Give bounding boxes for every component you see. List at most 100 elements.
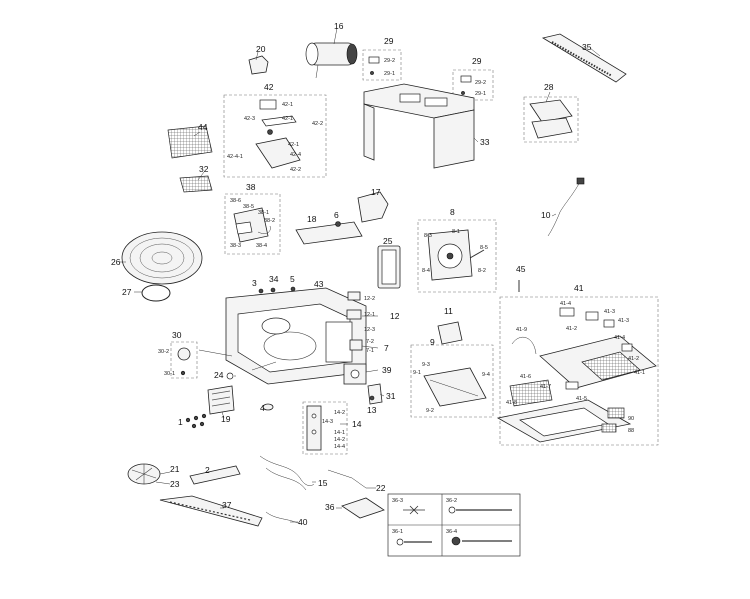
part-41-hood-assembly <box>496 307 657 443</box>
sublabel-8-4: 8-4 <box>422 268 430 274</box>
group-box-42 <box>223 94 327 178</box>
sublabel-14-2b: 14-2 <box>334 437 345 443</box>
label-21: 21 <box>170 464 180 474</box>
group-box-29a <box>362 49 402 81</box>
part-number-labels: 20 16 29 29 35 28 42 33 44 32 38 17 18 6… <box>111 21 592 527</box>
sublabel-9-2: 9-2 <box>426 408 434 414</box>
sublabel-42-1: 42-1 <box>282 102 293 108</box>
sublabel-42-4: 42-4 <box>290 152 301 158</box>
part-38-assembly <box>233 207 271 243</box>
part-27-roller-ring <box>141 284 171 302</box>
sublabel-8-5: 8-5 <box>480 245 488 251</box>
part-25-frame <box>377 245 401 289</box>
label-32: 32 <box>199 164 209 174</box>
label-40: 40 <box>298 517 308 527</box>
label-42: 42 <box>264 82 274 92</box>
label-22: 22 <box>376 483 386 493</box>
label-1: 1 <box>178 417 183 427</box>
sublabel-36-3: 36-3 <box>392 498 403 504</box>
part-28-duct <box>529 99 573 139</box>
sublabel-42-4-1: 42-4-1 <box>227 154 243 160</box>
group-box-38 <box>224 193 281 255</box>
sublabel-14-1: 14-1 <box>334 430 345 436</box>
label-34: 34 <box>269 274 279 284</box>
part-3-shape <box>258 288 264 294</box>
part-40-wire <box>265 511 301 525</box>
sublabel-38-2: 38-2 <box>264 218 275 224</box>
label-8: 8 <box>450 207 455 217</box>
label-13: 13 <box>367 405 377 415</box>
part-32-charcoal-filter <box>179 175 213 193</box>
sublabel-42-1b: 42-1 <box>282 116 293 122</box>
label-44: 44 <box>198 122 208 132</box>
label-17: 17 <box>371 187 381 197</box>
sublabel-7-1: 7-1 <box>366 348 374 354</box>
sublabel-29-1a: 29-1 <box>384 71 395 77</box>
part-35-vent-strip <box>541 33 627 83</box>
sublabel-12-1: 12-1 <box>364 312 375 318</box>
label-24: 24 <box>214 370 224 380</box>
part-26-turntable <box>121 231 203 285</box>
label-25: 25 <box>383 236 393 246</box>
label-27: 27 <box>122 287 132 297</box>
sublabel-41-1: 41-1 <box>634 370 645 376</box>
part-10-plug <box>576 177 585 185</box>
sublabel-41-5: 41-5 <box>576 396 587 402</box>
sublabel-9-1: 9-1 <box>413 370 421 376</box>
sublabel-41-8: 41-8 <box>506 400 517 406</box>
sublabel-14-2: 14-2 <box>334 410 345 416</box>
group-box-14 <box>302 401 348 455</box>
part-14-control-board <box>306 405 322 451</box>
sublabel-38-3: 38-3 <box>230 243 241 249</box>
sublabel-29-1b: 29-1 <box>475 91 486 97</box>
part-18-tray <box>295 221 363 245</box>
sublabel-41-4: 41-4 <box>560 301 571 307</box>
sublabel-41-9: 41-9 <box>516 327 527 333</box>
sublabel-7-2: 7-2 <box>366 339 374 345</box>
label-11: 11 <box>444 306 453 316</box>
part-30-1-shape <box>180 370 186 376</box>
part-42-assembly <box>255 99 301 169</box>
group-box-28 <box>523 96 579 143</box>
label-23: 23 <box>170 479 180 489</box>
label-5: 5 <box>290 274 295 284</box>
part-29-1a-shape <box>370 71 374 75</box>
label-43: 43 <box>314 279 324 289</box>
label-35: 35 <box>582 42 592 52</box>
part-34-shape <box>270 287 276 293</box>
sublabel-41-7: 41-7 <box>540 384 551 390</box>
sublabel-38-1: 38-1 <box>258 210 269 216</box>
part-15-wire-harness <box>259 455 315 491</box>
group-box-30 <box>170 341 198 379</box>
part-20-bracket <box>248 55 269 75</box>
sublabel-41-6: 41-6 <box>520 374 531 380</box>
part-29-1b-shape <box>461 91 465 95</box>
part-9-base-plate <box>423 367 487 407</box>
sublabel-8-2: 8-2 <box>478 268 486 274</box>
label-18: 18 <box>307 214 317 224</box>
part-29-2b-shape <box>460 75 472 83</box>
label-37: 37 <box>222 500 232 510</box>
label-3: 3 <box>252 278 257 288</box>
sublabel-9-4: 9-4 <box>482 372 490 378</box>
label-45: 45 <box>516 264 526 274</box>
label-2: 2 <box>205 465 210 475</box>
part-31-shape <box>367 383 383 405</box>
part-12-2-shape <box>347 291 361 301</box>
part-33-top-cabinet <box>363 83 475 169</box>
sublabel-14-4: 14-4 <box>334 444 345 450</box>
part-5-shape <box>290 286 296 292</box>
sublabel-42-2: 42-2 <box>312 121 323 127</box>
part-22-wire <box>327 469 367 489</box>
label-26: 26 <box>111 257 121 267</box>
part-8-fan-assembly <box>427 229 485 281</box>
part-13-shape <box>369 395 375 401</box>
part-10-power-cord <box>547 181 581 237</box>
sublabel-42-3: 42-3 <box>244 116 255 122</box>
part-29-2a-shape <box>368 56 380 64</box>
part-6-shape <box>335 221 341 227</box>
sublabel-36-2: 36-2 <box>446 498 457 504</box>
label-6: 6 <box>334 210 339 220</box>
